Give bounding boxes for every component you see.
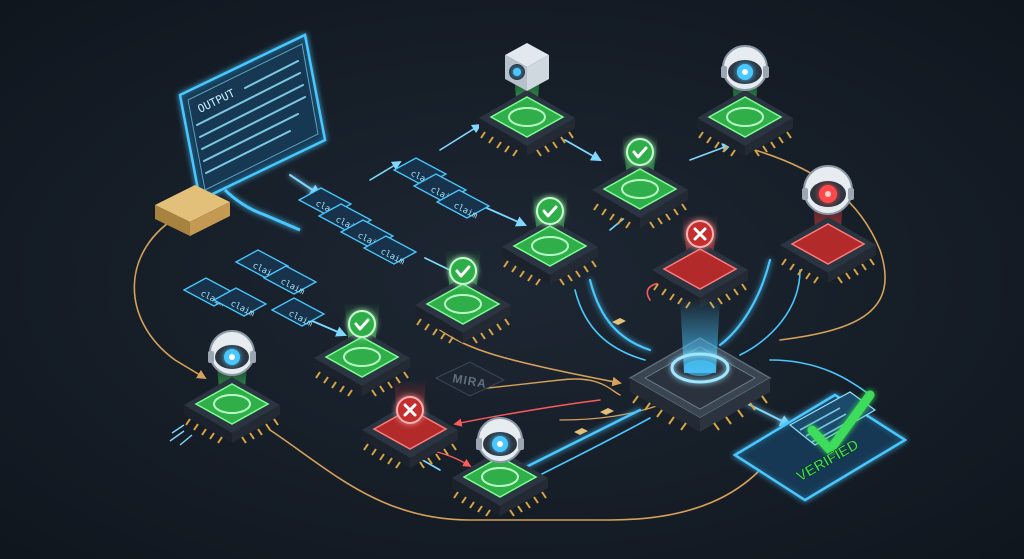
robot-head-icon — [721, 46, 769, 90]
robot-head-icon — [208, 331, 256, 375]
robot-head-icon — [476, 418, 524, 462]
x-circle-icon — [397, 397, 423, 423]
check-circle-icon — [450, 258, 476, 284]
check-circle-icon — [349, 311, 375, 337]
check-circle-icon — [537, 198, 563, 224]
check-circle-icon — [627, 139, 653, 165]
x-circle-icon — [687, 221, 713, 247]
robot-head-icon — [802, 166, 854, 214]
